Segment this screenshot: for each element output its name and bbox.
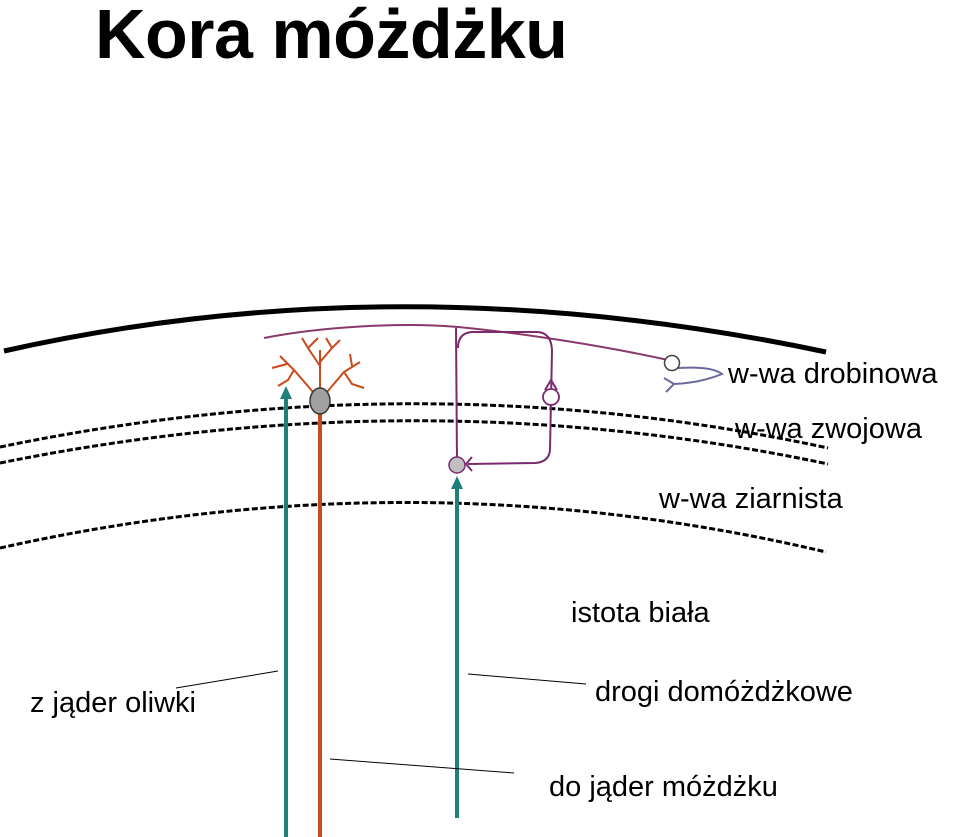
leader-line-afferent xyxy=(467,673,587,685)
leader-line-nuclei xyxy=(329,758,515,774)
purkinje-layer-upper-line xyxy=(0,402,829,450)
climbing-fiber-arrowhead xyxy=(280,386,292,399)
granule-cell-body xyxy=(448,456,466,474)
mossy-synapse xyxy=(464,456,473,472)
ganglion-layer-label: w-wa zwojowa xyxy=(735,413,922,445)
stellate-cell-synapse xyxy=(663,377,676,393)
granule-cell-axon xyxy=(455,327,458,463)
stellate-cell-body xyxy=(663,354,681,372)
golgi-cell-body xyxy=(542,388,560,406)
molecular-layer-label: w-wa drobinowa xyxy=(728,358,938,390)
to-cerebellar-nuclei-label: do jąder móżdżku xyxy=(549,771,778,803)
from-olive-label: z jąder oliwki xyxy=(30,687,196,719)
granular-layer-label: w-wa ziarnista xyxy=(659,483,843,515)
page-title: Kora móżdżku xyxy=(95,0,568,73)
golgi-synapse xyxy=(544,378,558,391)
purkinje-cell-body xyxy=(309,387,331,415)
granule-cell-dendrite-loop xyxy=(457,331,554,465)
leader-line-olive xyxy=(175,670,279,689)
granular-layer-lower-line xyxy=(0,500,827,554)
stellate-cell-axon xyxy=(673,366,724,385)
white-matter-label: istota biała xyxy=(571,597,710,629)
purkinje-layer-lower-line xyxy=(0,419,829,466)
parallel-fiber xyxy=(263,324,669,361)
cortex-surface-line xyxy=(3,304,827,355)
afferent-pathways-label: drogi domóżdżkowe xyxy=(595,676,853,708)
mossy-fiber-arrowhead xyxy=(451,476,463,489)
purkinje-dendritic-tree xyxy=(271,337,365,396)
